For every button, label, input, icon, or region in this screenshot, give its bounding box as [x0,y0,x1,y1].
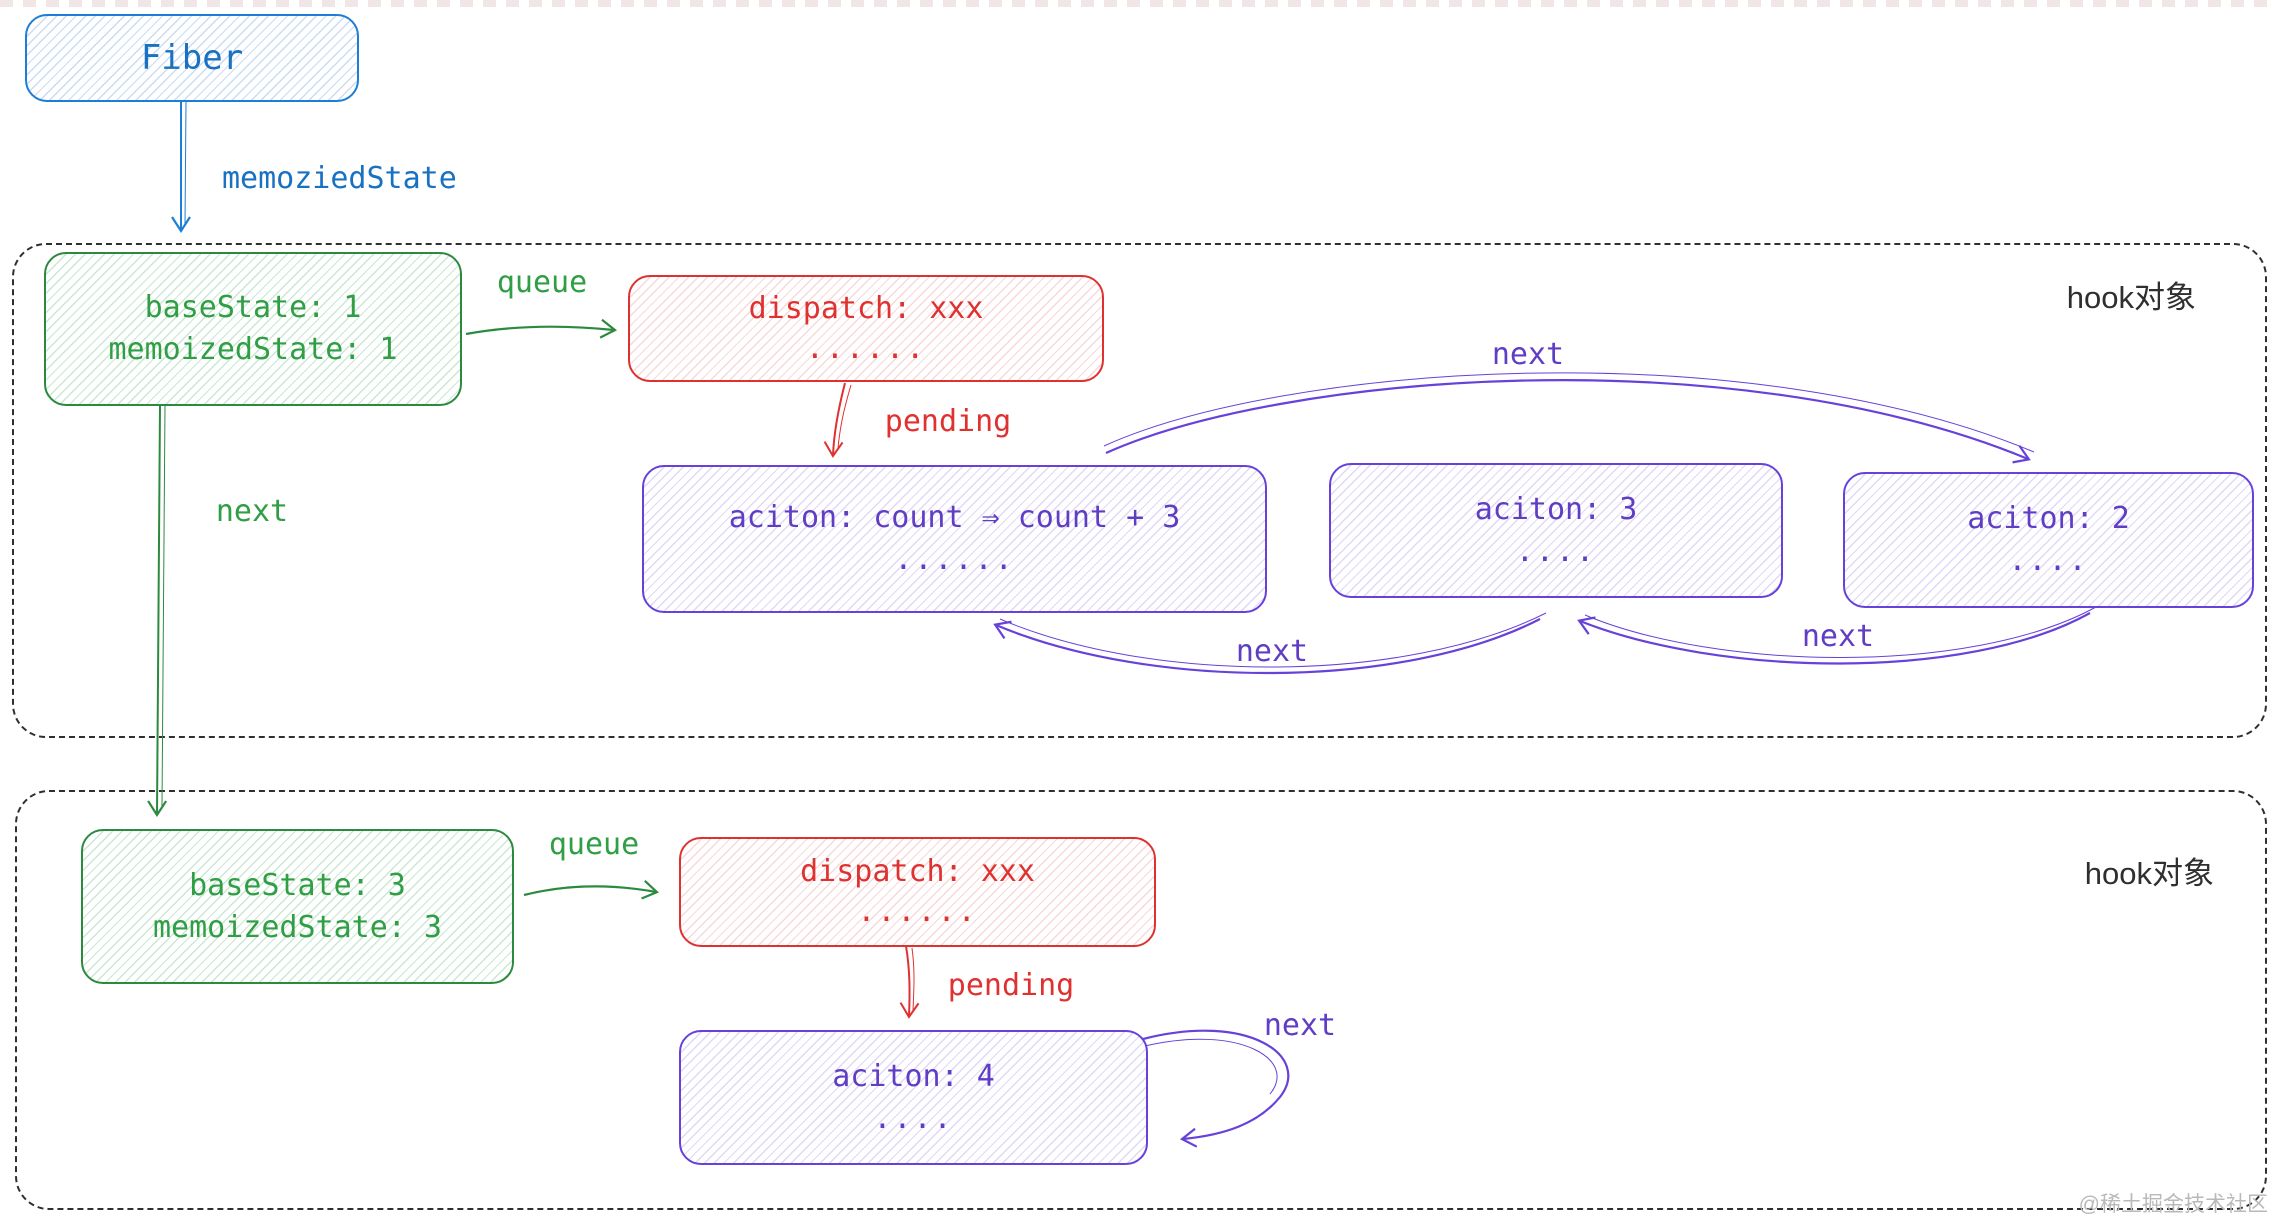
hook1-update3-dots: .... [2008,543,2089,578]
top-edge-artifact [0,0,2274,7]
hook2-dispatch-node: dispatch: xxx ...... [679,837,1156,947]
hook1-container [12,243,2267,738]
edge-label-next-left: next [1235,634,1309,669]
edge-label-next-top: next [1491,337,1565,372]
hook1-update1-label: aciton: count ⇒ count + 3 [728,500,1181,535]
hook1-update2-dots: .... [1515,533,1597,569]
hook1-dispatch-label: dispatch: xxx [748,290,984,326]
edge-label-queue-1: queue [496,265,588,300]
hook2-basestate: baseState: 3 [189,867,406,903]
hook1-dispatch-dots: ...... [805,330,927,366]
edge-label-next-loop: next [1263,1008,1337,1043]
hook2-container [15,790,2267,1210]
edge-label-queue-2: queue [548,827,640,862]
edge-label-next-green: next [215,494,289,529]
edge-label-memoziedstate: memoziedState [222,161,457,196]
hook2-dispatch-label: dispatch: xxx [800,854,1035,889]
hook2-title: hook对象 [2084,856,2214,891]
hook1-basestate: baseState: 1 [144,290,362,325]
hook1-state-node: baseState: 1 memoizedState: 1 [44,252,462,406]
hook2-update1-dots: .... [873,1100,954,1136]
hook2-memoizedstate: memoizedState: 3 [153,909,442,945]
edge-label-pending-2: pending [947,968,1075,1003]
hook1-update1-node: aciton: count ⇒ count + 3 ...... [642,465,1267,613]
hook2-update1-label: aciton: 4 [832,1058,995,1094]
hook1-update2-label: aciton: 3 [1474,491,1638,527]
hook1-title: hook对象 [2066,280,2196,315]
hook2-dispatch-dots: ...... [857,894,978,929]
fiber-label: Fiber [140,38,244,78]
arrow-memoziedstate [171,101,191,234]
fiber-node: Fiber [25,14,359,102]
watermark: @稀土掘金技术社区 [2078,1193,2268,1216]
hook1-update3-node: aciton: 2 .... [1843,472,2254,608]
hook1-update2-node: aciton: 3 .... [1329,463,1783,598]
hook1-memoizedstate: memoizedState: 1 [108,332,398,367]
hook2-state-node: baseState: 3 memoizedState: 3 [81,829,514,984]
hook1-dispatch-node: dispatch: xxx ...... [628,275,1104,382]
edge-label-pending-1: pending [884,404,1012,439]
hook1-update1-dots: ...... [894,542,1015,577]
edge-label-next-mid: next [1801,619,1875,654]
hook2-update1-node: aciton: 4 .... [679,1030,1148,1165]
hook1-update3-label: aciton: 2 [1967,501,2130,536]
